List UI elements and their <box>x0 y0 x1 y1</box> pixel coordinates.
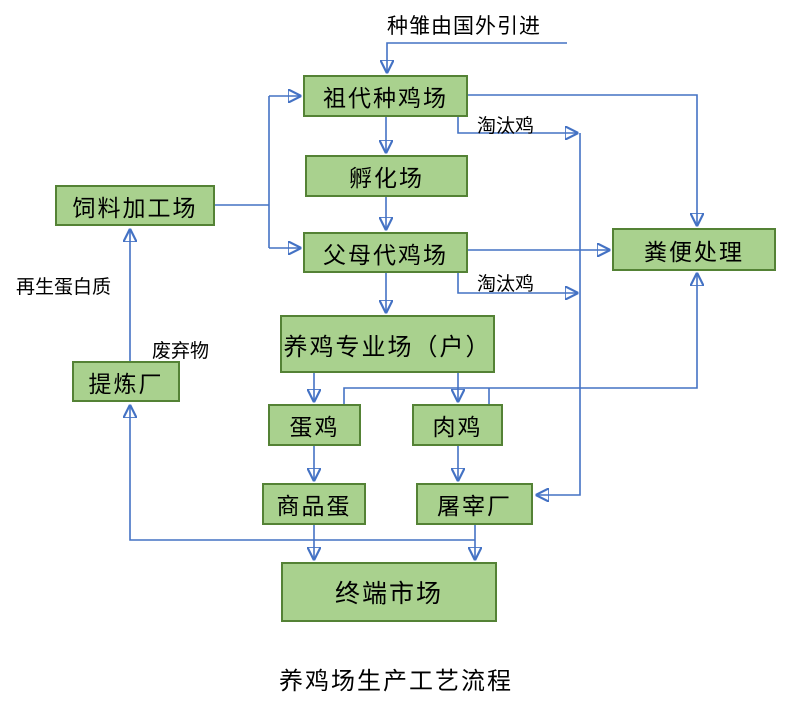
node-hatchery: 孵化场 <box>305 155 468 197</box>
edge-label-regenerated-protein: 再生蛋白质 <box>16 277 112 298</box>
node-laying-hens: 蛋鸡 <box>268 404 361 446</box>
node-terminal-market: 终端市场 <box>281 562 497 622</box>
node-broilers: 肉鸡 <box>412 404 503 446</box>
edge-hens-manure-route <box>343 274 697 404</box>
edge-import-arrow <box>387 42 567 72</box>
node-slaughterhouse: 屠宰厂 <box>416 483 533 525</box>
edge-label-culled-chickens-1: 淘汰鸡 <box>477 116 535 137</box>
node-parent-breeder-farm: 父母代鸡场 <box>303 232 468 273</box>
note-imported-breeding-chicks: 种雏由国外引进 <box>387 15 541 38</box>
edge-waste-to-rendering <box>130 406 475 541</box>
node-manure-treatment: 粪便处理 <box>612 228 776 271</box>
edge-feed-trunk <box>215 96 270 248</box>
node-feed-processing-plant: 饲料加工场 <box>55 185 215 226</box>
edge-culled-to-slaughterhouse <box>537 133 581 495</box>
node-commercial-eggs: 商品蛋 <box>262 483 366 525</box>
diagram-title: 养鸡场生产工艺流程 <box>279 668 513 695</box>
node-rendering-plant: 提炼厂 <box>72 361 180 402</box>
node-grandparent-breeder-farm: 祖代种鸡场 <box>303 75 468 117</box>
node-chicken-farm-household: 养鸡专业场（户） <box>280 315 495 373</box>
edge-culled-from-grandparent <box>457 117 577 133</box>
edge-label-culled-chickens-2: 淘汰鸡 <box>477 274 535 295</box>
edge-culled-from-parent <box>457 273 577 293</box>
edge-label-waste: 废弃物 <box>152 341 210 362</box>
edge-grandparent-to-manure <box>468 94 697 225</box>
